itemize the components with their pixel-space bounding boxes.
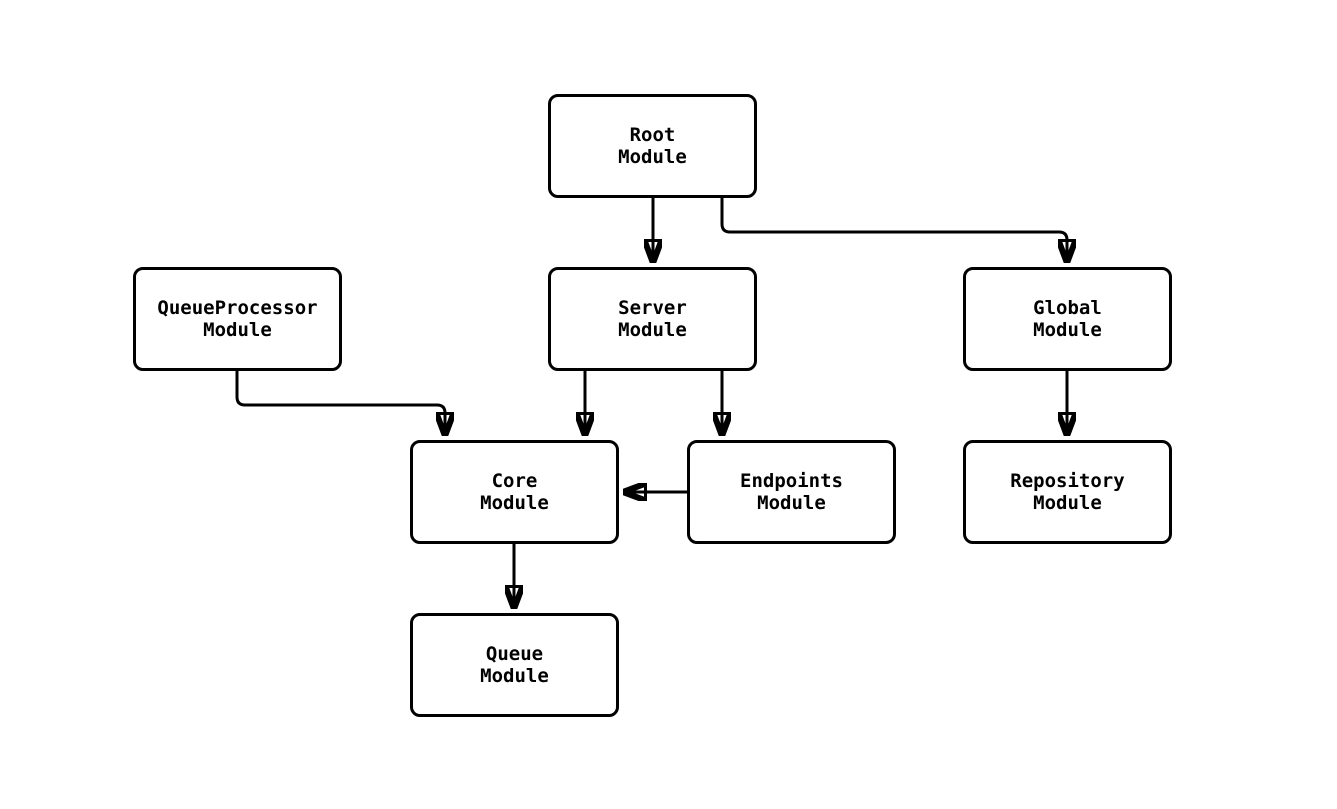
node-queueprocessor-module-label: QueueProcessor Module xyxy=(157,297,318,341)
node-endpoints-module: Endpoints Module xyxy=(687,440,896,544)
node-core-module: Core Module xyxy=(410,440,619,544)
node-repository-module: Repository Module xyxy=(963,440,1172,544)
node-repository-module-label: Repository Module xyxy=(1010,470,1125,514)
node-queue-module: Queue Module xyxy=(410,613,619,717)
node-root-module: Root Module xyxy=(548,94,757,198)
node-server-module-label: Server Module xyxy=(618,297,687,341)
edge-queueprocessor-to-core xyxy=(235,371,445,436)
node-queueprocessor-module: QueueProcessor Module xyxy=(133,267,342,371)
node-global-module: Global Module xyxy=(963,267,1172,371)
node-queue-module-label: Queue Module xyxy=(480,643,549,687)
node-root-module-label: Root Module xyxy=(618,124,687,168)
node-server-module: Server Module xyxy=(548,267,757,371)
node-core-module-label: Core Module xyxy=(480,470,549,514)
node-endpoints-module-label: Endpoints Module xyxy=(740,470,843,514)
edge-root-to-global xyxy=(720,197,1067,263)
node-global-module-label: Global Module xyxy=(1033,297,1102,341)
